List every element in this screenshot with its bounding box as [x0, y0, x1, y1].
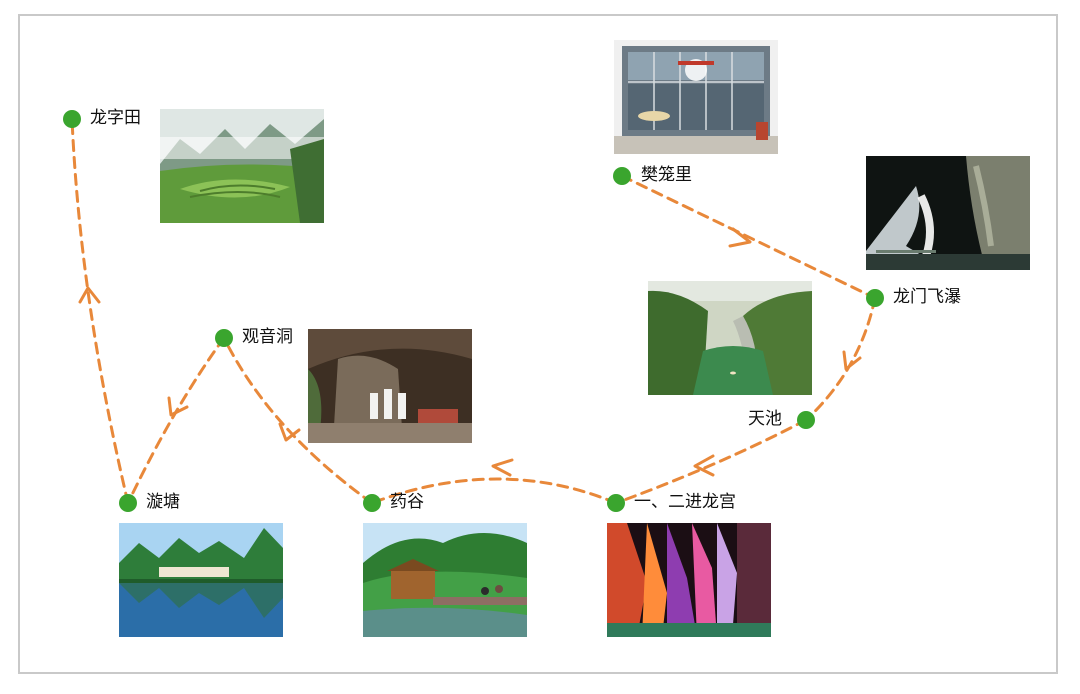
route-segment-tianchi-longgong [614, 418, 808, 505]
stop-label-longgong: 一、二进龙宫 [634, 492, 736, 512]
stop-dot-longzitian [63, 110, 81, 128]
route-segment-fanlongli-longmen [620, 174, 877, 300]
route-segment-yaogu-guanyindong [222, 336, 374, 505]
stop-label-longzitian: 龙字田 [90, 108, 141, 128]
route-arrow-6 [167, 396, 189, 417]
stop-dot-longmen [866, 289, 884, 307]
route-segment-longmen-tianchi [804, 296, 877, 422]
photo-guanyindong [308, 329, 472, 443]
stop-dot-xuantang [119, 494, 137, 512]
stop-dot-fanlongli [613, 167, 631, 185]
photo-longgong [607, 523, 771, 637]
photo-xuantang [119, 523, 283, 637]
stop-label-yaogu: 药谷 [390, 492, 424, 512]
photo-tianchi [648, 281, 812, 395]
route-arrow-7 [78, 286, 101, 304]
stop-dot-longgong [607, 494, 625, 512]
stop-dot-guanyindong [215, 329, 233, 347]
stop-label-longmen: 龙门飞瀑 [893, 287, 961, 307]
route-arrow-5 [278, 422, 301, 442]
route-segment-xuantang-longzitian [70, 117, 130, 505]
stop-label-guanyindong: 观音洞 [242, 327, 293, 347]
photo-yaogu [363, 523, 527, 637]
route-arrow-4 [491, 458, 514, 477]
stop-label-tianchi: 天池 [748, 409, 782, 429]
route-arrow-2 [842, 350, 862, 371]
stop-label-xuantang: 漩塘 [146, 492, 180, 512]
photo-longzitian [160, 109, 324, 223]
route-segment-guanyindong-xuantang [126, 336, 226, 505]
photo-fanlongli [614, 40, 778, 154]
photo-longmen [866, 156, 1030, 270]
route-segment-longgong-yaogu [370, 477, 618, 505]
stop-label-fanlongli: 樊笼里 [641, 165, 692, 185]
route-arrow-3 [693, 454, 715, 477]
route-arrow-1 [728, 227, 752, 248]
stop-dot-yaogu [363, 494, 381, 512]
stop-dot-tianchi [797, 411, 815, 429]
